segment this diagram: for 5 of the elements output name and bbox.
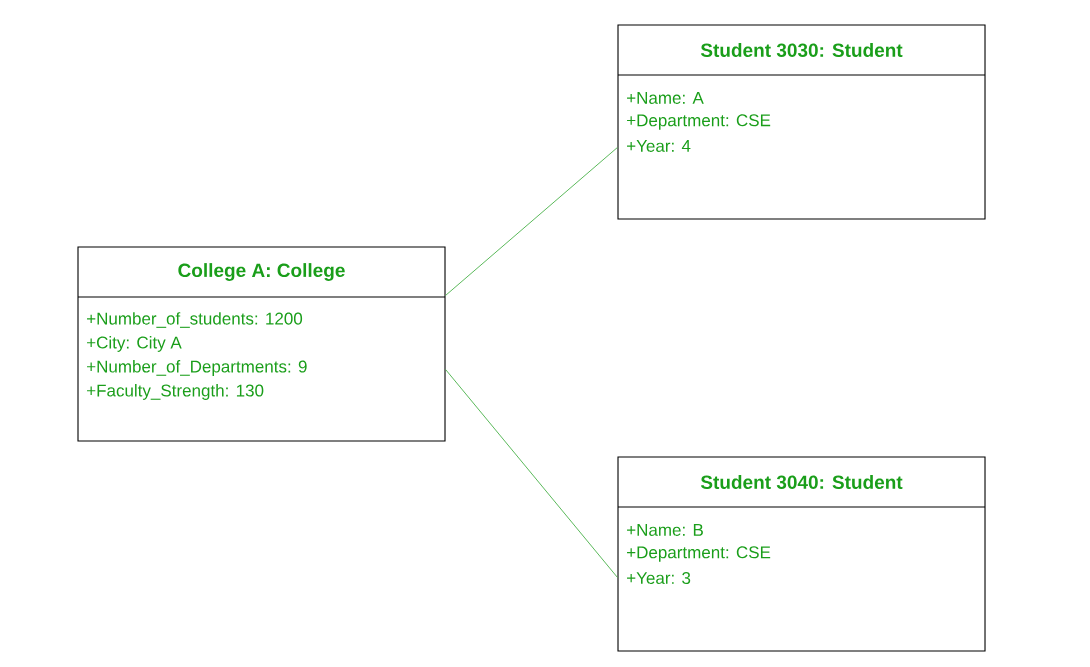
connector-line: [445, 369, 618, 578]
object-box: Student 3030: Student +Name: A +Department: CSE +Year: 4: [617, 24, 986, 220]
object-box: College A: College +Number_of_students: 1200 +City: City A +Number_of_Departments: 9 +Faculty_Strength: 130: [77, 246, 446, 442]
connector-line: [445, 147, 618, 296]
object-box: Student 3040: Student +Name: B +Department: CSE +Year: 3: [617, 456, 986, 652]
